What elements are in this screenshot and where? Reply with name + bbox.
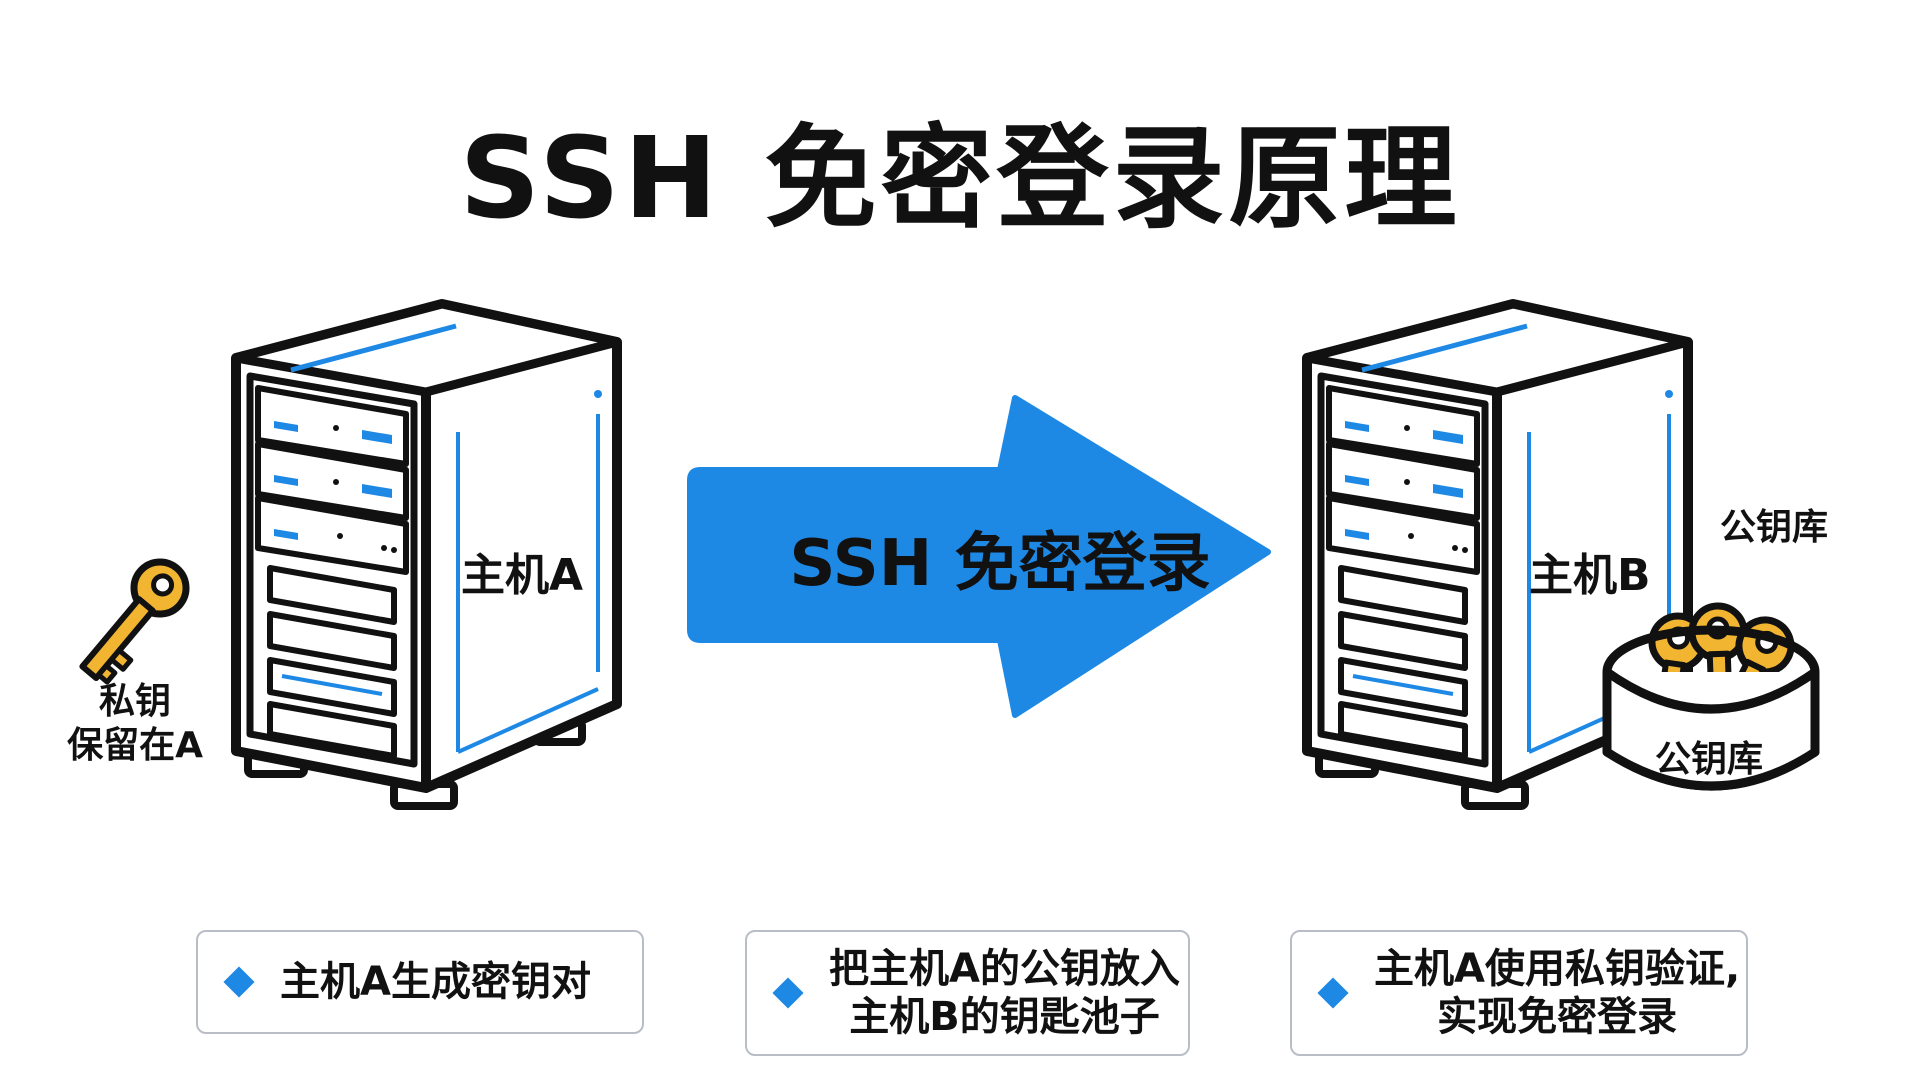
step-3-text: 主机A使用私钥验证, 实现免密登录 <box>1374 945 1740 1041</box>
diamond-bullet-icon <box>772 977 804 1009</box>
step-2-line-2: 主机B的钥匙池子 <box>849 994 1160 1040</box>
private-key-note: 私钥 保留在A <box>60 680 210 768</box>
arrow-icon <box>687 395 1271 718</box>
diamond-bullet-icon <box>223 966 255 998</box>
server-a-label: 主机A <box>461 550 584 601</box>
keystore-outer-label: 公钥库 <box>1720 507 1829 548</box>
private-key-note-line1: 私钥 <box>98 681 171 722</box>
step-1-text: 主机A生成密钥对 <box>280 959 591 1005</box>
step-card-3: 主机A使用私钥验证, 实现免密登录 <box>1290 930 1748 1056</box>
server-b-label: 主机B <box>1529 550 1651 601</box>
step-3-line-2: 实现免密登录 <box>1437 994 1678 1040</box>
diamond-bullet-icon <box>1317 977 1349 1009</box>
key-bowl-icon <box>1602 605 1820 791</box>
private-key-note-line2: 保留在A <box>67 725 203 766</box>
arrow-label: SSH 免密登录 <box>789 527 1211 601</box>
step-card-2: 把主机A的公钥放入 主机B的钥匙池子 <box>745 930 1190 1056</box>
keystore-bowl-label: 公钥库 <box>1655 739 1764 780</box>
step-2-text: 把主机A的公钥放入 主机B的钥匙池子 <box>829 945 1180 1041</box>
step-3-line-1: 主机A使用私钥验证, <box>1374 946 1741 992</box>
private-key-icon <box>69 551 196 689</box>
page-title: SSH 免密登录原理 <box>459 114 1461 245</box>
step-2-line-1: 把主机A的公钥放入 <box>829 946 1180 992</box>
step-card-1: 主机A生成密钥对 <box>196 930 644 1034</box>
